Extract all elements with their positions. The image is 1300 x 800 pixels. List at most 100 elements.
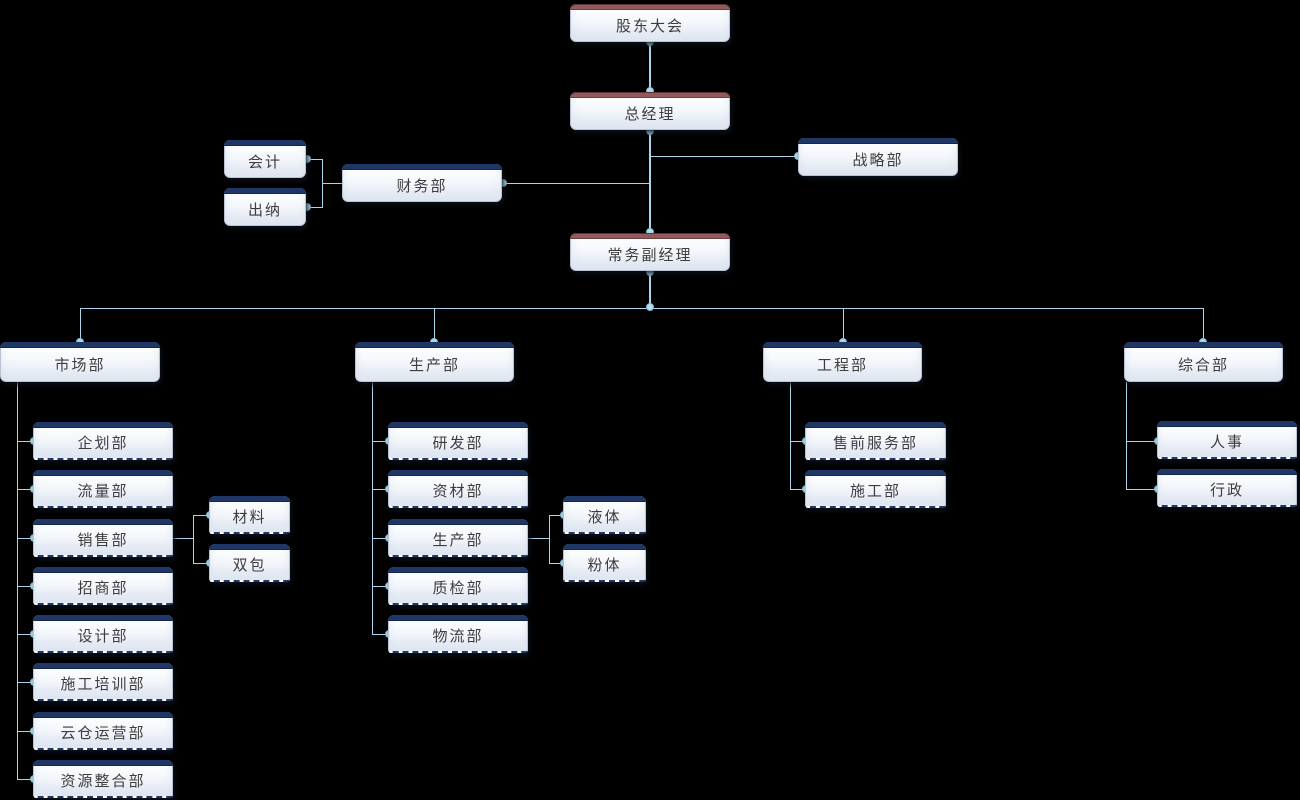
connector-line (790, 441, 806, 442)
node-label: 企划部 (77, 434, 129, 452)
connector-line (193, 515, 194, 563)
connector-line (17, 538, 34, 539)
node-label: 出纳 (247, 200, 282, 219)
org-node-planning-dept[interactable]: 企划部 (33, 422, 173, 460)
org-node-strategy-dept[interactable]: 战略部 (798, 138, 958, 176)
node-label: 生产部 (432, 531, 484, 549)
org-node-cashier[interactable]: 出纳 (224, 188, 306, 226)
node-label: 市场部 (54, 355, 106, 374)
org-node-production-sub-dept[interactable]: 生产部 (388, 519, 528, 557)
connector-line (549, 515, 564, 516)
node-label: 粉体 (587, 556, 622, 574)
connector-line (17, 731, 34, 732)
org-node-supplies-dept[interactable]: 资材部 (388, 470, 528, 508)
org-node-administration[interactable]: 行政 (1157, 469, 1297, 507)
connector-line (1126, 489, 1158, 490)
connector-line (80, 308, 81, 342)
connector-line (372, 586, 389, 587)
org-node-double-package[interactable]: 双包 (209, 544, 290, 582)
node-label: 招商部 (77, 579, 129, 597)
connector-line (372, 634, 389, 635)
connector-line (649, 130, 651, 233)
node-label: 股东大会 (615, 16, 684, 35)
connector-line (17, 682, 34, 683)
connector-line (372, 538, 389, 539)
connector-line (17, 586, 34, 587)
org-node-general-affairs-dept[interactable]: 综合部 (1124, 342, 1283, 382)
connector-line (372, 441, 389, 442)
connector-line (549, 515, 550, 563)
connector-line (1203, 308, 1204, 342)
connector-line (549, 563, 564, 564)
connector-line (372, 382, 373, 634)
org-node-quality-dept[interactable]: 质检部 (388, 567, 528, 605)
node-label: 工程部 (816, 355, 868, 374)
connector-line (193, 563, 210, 564)
connector-line (173, 538, 193, 539)
node-label: 云仓运营部 (60, 724, 146, 742)
connector-line (502, 183, 650, 184)
node-label: 资源整合部 (60, 772, 146, 790)
node-label: 液体 (587, 508, 622, 526)
org-node-powder[interactable]: 粉体 (563, 544, 646, 582)
org-node-sales-dept[interactable]: 销售部 (33, 519, 173, 557)
connector-line (17, 779, 34, 780)
node-label: 常务副经理 (607, 245, 693, 264)
node-label: 资材部 (432, 482, 484, 500)
connector-line (790, 489, 806, 490)
connector-line (306, 207, 323, 208)
connector-line (434, 308, 435, 342)
connector-dot (646, 303, 654, 311)
node-label: 施工培训部 (60, 675, 146, 693)
connector-line (649, 42, 651, 92)
org-node-materials[interactable]: 材料 (209, 496, 290, 534)
connector-line (17, 489, 34, 490)
node-label: 物流部 (432, 627, 484, 645)
connector-line (1126, 441, 1158, 442)
node-label: 人事 (1209, 433, 1244, 451)
connector-line (790, 382, 791, 489)
org-node-finance-dept[interactable]: 财务部 (342, 164, 502, 202)
org-node-marketing-dept[interactable]: 市场部 (0, 342, 160, 382)
org-node-construction-dept[interactable]: 施工部 (805, 470, 946, 508)
connector-line (17, 634, 34, 635)
org-node-traffic-dept[interactable]: 流量部 (33, 470, 173, 508)
connector-line (306, 159, 323, 160)
node-label: 综合部 (1177, 355, 1229, 374)
org-node-executive-deputy-manager[interactable]: 常务副经理 (570, 233, 730, 271)
node-label: 设计部 (77, 627, 129, 645)
connector-line (17, 382, 18, 779)
connector-line (649, 271, 651, 309)
node-label: 施工部 (849, 482, 901, 500)
connector-line (843, 308, 844, 342)
org-node-rnd-dept[interactable]: 研发部 (388, 422, 528, 460)
connector-line (1126, 382, 1127, 489)
org-node-engineering-dept[interactable]: 工程部 (763, 342, 922, 382)
org-node-shareholders-meeting[interactable]: 股东大会 (570, 4, 730, 42)
node-label: 会计 (247, 152, 282, 171)
org-node-design-dept[interactable]: 设计部 (33, 615, 173, 653)
connector-line (80, 308, 1204, 309)
org-node-construction-training-dept[interactable]: 施工培训部 (33, 663, 173, 701)
org-node-general-manager[interactable]: 总经理 (570, 92, 730, 130)
connector-line (528, 538, 549, 539)
node-label: 双包 (232, 556, 267, 574)
node-label: 销售部 (77, 531, 129, 549)
connector-line (193, 515, 210, 516)
org-node-production-dept[interactable]: 生产部 (355, 342, 514, 382)
org-node-investment-dept[interactable]: 招商部 (33, 567, 173, 605)
connector-line (322, 183, 342, 184)
node-label: 财务部 (396, 176, 448, 195)
org-node-logistics-dept[interactable]: 物流部 (388, 615, 528, 653)
org-node-hr[interactable]: 人事 (1157, 421, 1297, 459)
node-label: 质检部 (432, 579, 484, 597)
connector-line (650, 156, 798, 157)
org-node-accounting[interactable]: 会计 (224, 140, 306, 178)
node-label: 总经理 (624, 104, 676, 123)
node-label: 售前服务部 (832, 434, 918, 452)
org-node-liquid[interactable]: 液体 (563, 496, 646, 534)
org-node-resource-integration-dept[interactable]: 资源整合部 (33, 760, 173, 798)
org-node-cloud-warehouse-dept[interactable]: 云仓运营部 (33, 712, 173, 750)
org-node-presales-service-dept[interactable]: 售前服务部 (805, 422, 946, 460)
